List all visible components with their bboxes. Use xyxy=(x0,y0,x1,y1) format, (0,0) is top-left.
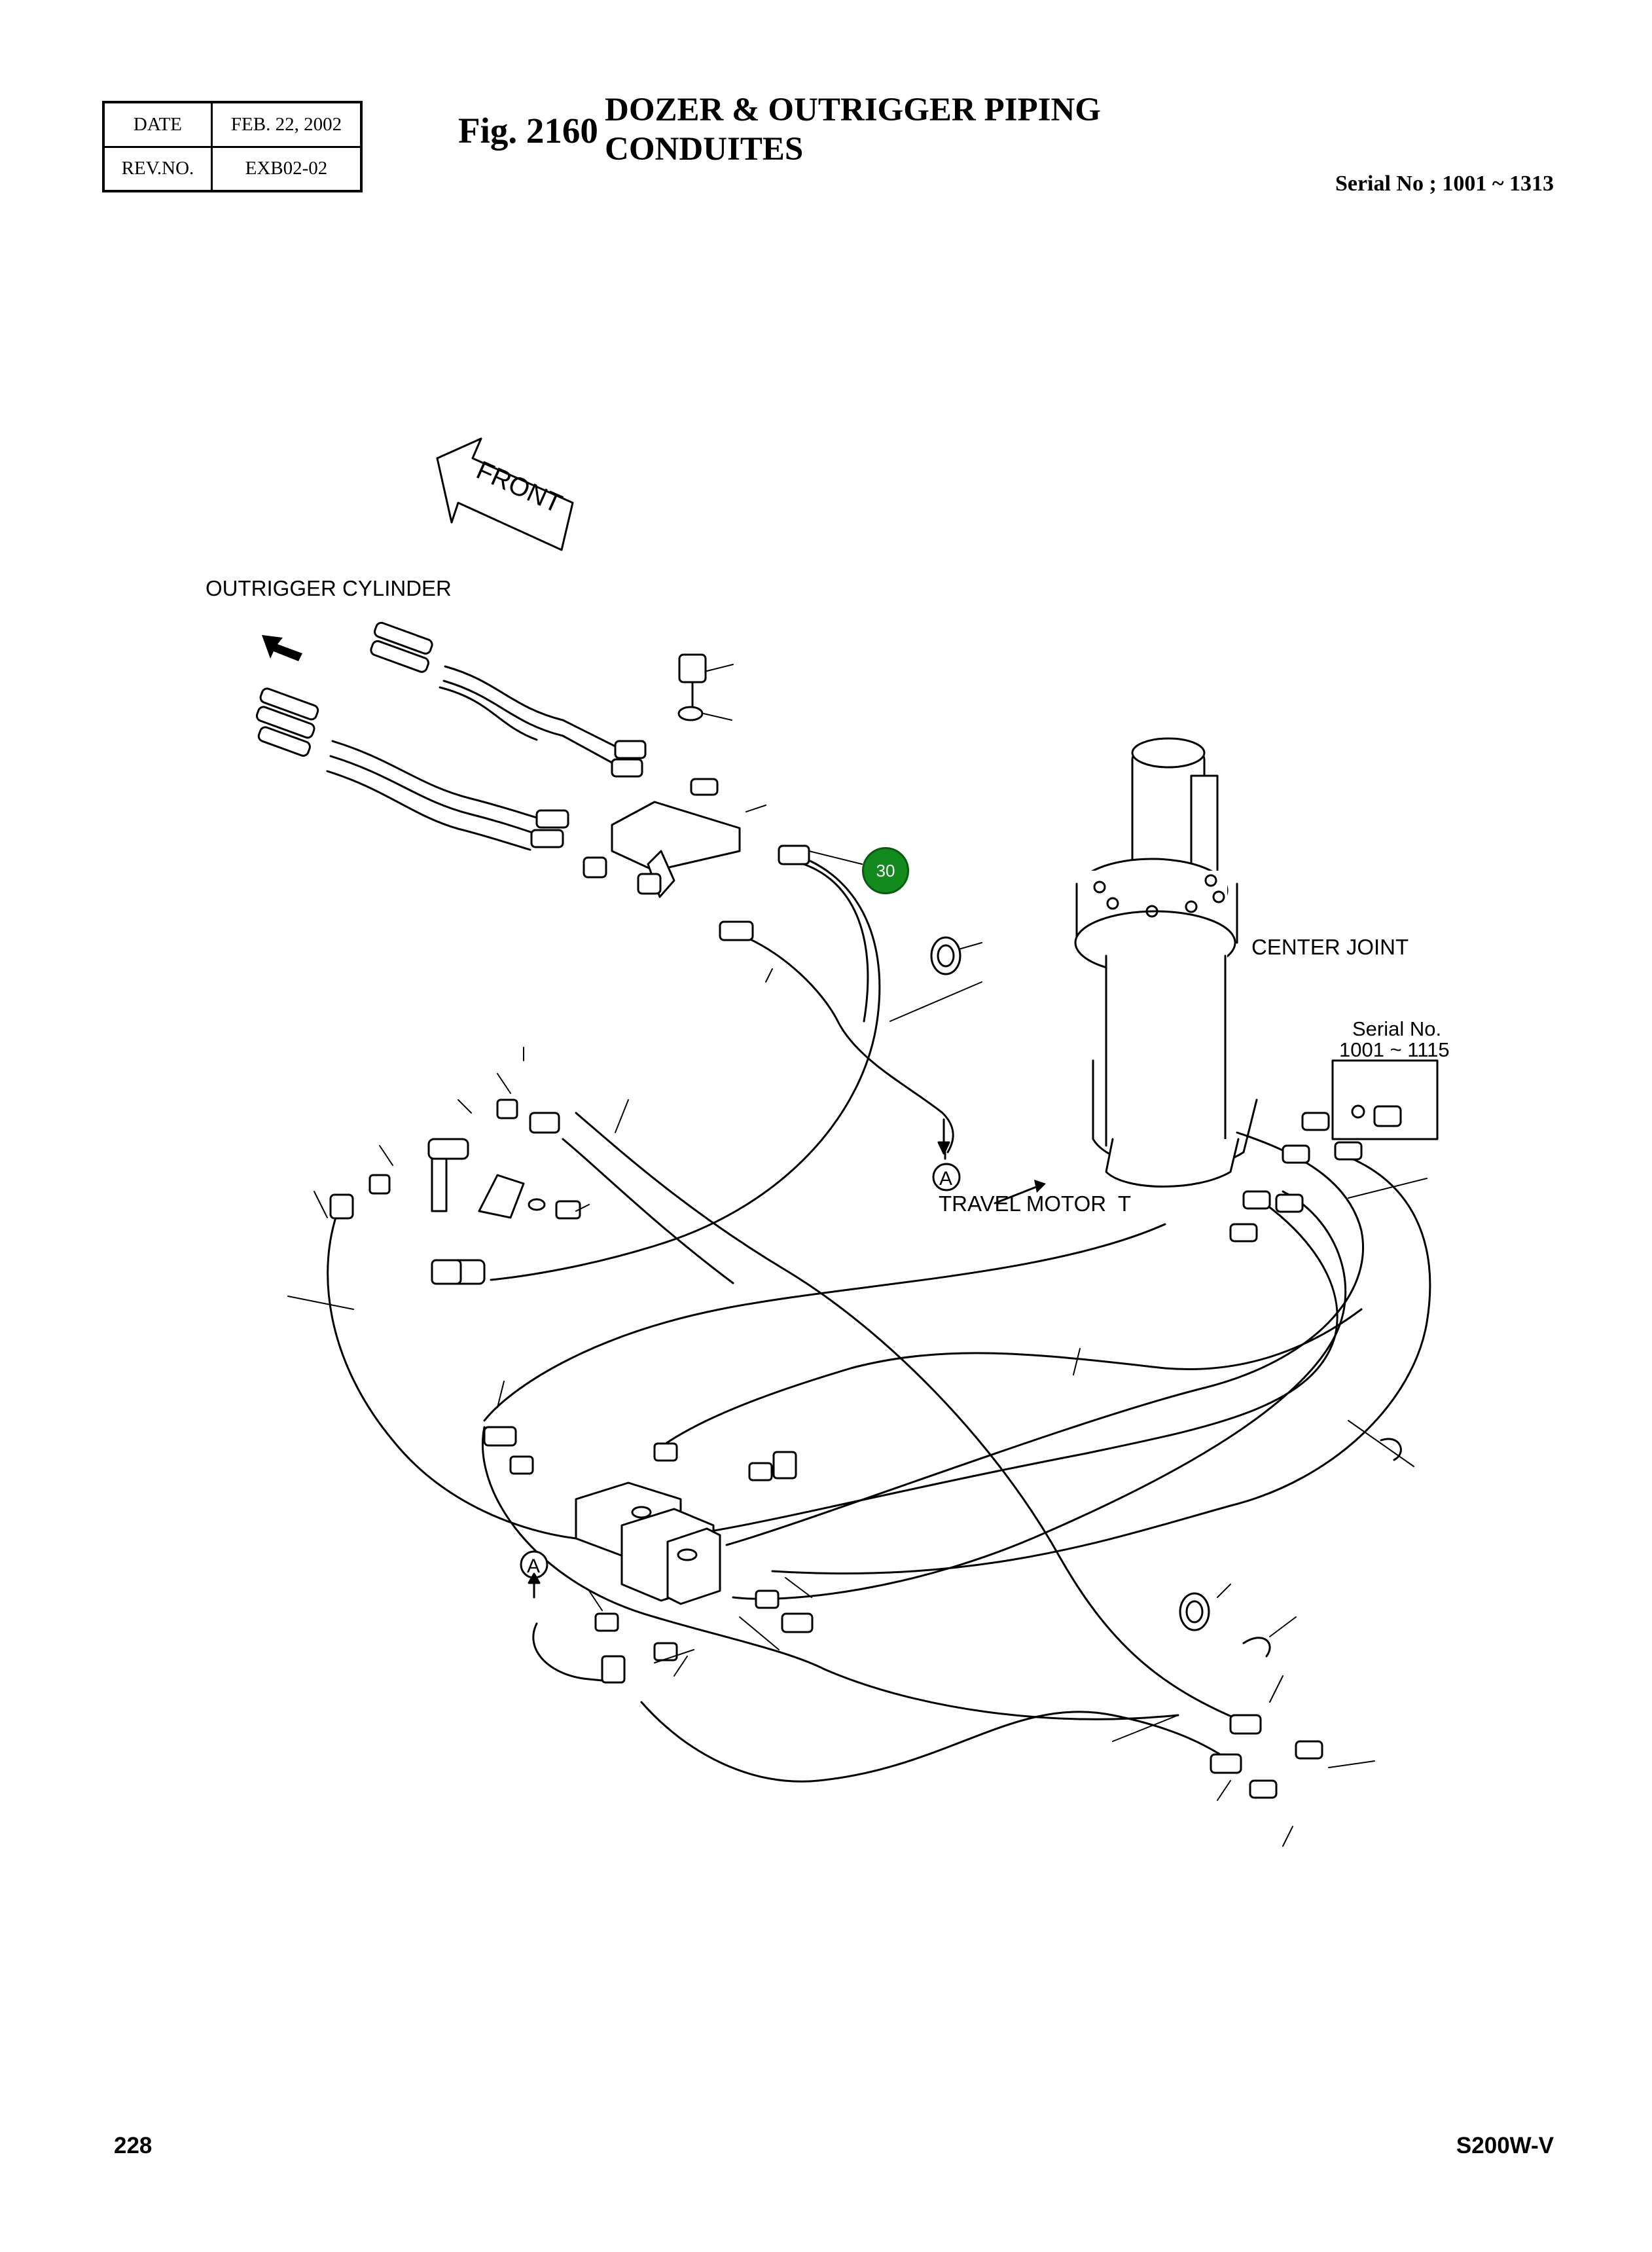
outrigger-hoses xyxy=(326,665,647,851)
left-fittings xyxy=(329,1099,581,1285)
title-line-1: DOZER & OUTRIGGER PIPING xyxy=(605,92,1101,128)
connector-a-top: A xyxy=(932,1118,961,1191)
title-line-2: CONDUITES xyxy=(605,131,804,168)
rev-label: REV.NO. xyxy=(102,145,213,192)
front-arrow: FRONT xyxy=(436,437,574,551)
date-value: FEB. 22, 2002 xyxy=(210,101,363,148)
travel-motor-arrow xyxy=(994,1185,1039,1205)
lower-hoses xyxy=(327,1112,1431,1783)
serial-range: Serial No ; 1001 ~ 1313 xyxy=(1335,172,1554,196)
serial-inset-box xyxy=(1331,1059,1439,1140)
travel-motor-label: TRAVEL MOTOR T xyxy=(939,1191,1131,1216)
leader-lines xyxy=(287,664,1428,1847)
hose-to-connector-a xyxy=(719,920,954,1160)
inset-fitting xyxy=(1351,1104,1402,1127)
outrigger-direction-arrow xyxy=(262,635,302,661)
figure-title: DOZER & OUTRIGGER PIPING CONDUITES xyxy=(605,90,1101,169)
rev-value: EXB02-02 xyxy=(210,145,363,192)
model-name: S200W-V xyxy=(1456,2133,1554,2158)
part-callout-30[interactable]: 30 xyxy=(862,847,909,894)
page-number: 228 xyxy=(114,2133,153,2158)
lower-fittings xyxy=(1179,1112,1402,1799)
inset-serial-label-1: Serial No. xyxy=(1352,1017,1442,1040)
revision-table: DATE FEB. 22, 2002 REV.NO. EXB02-02 xyxy=(102,101,363,192)
control-valve xyxy=(483,1426,814,1662)
connector-a-bottom-label: A xyxy=(527,1555,540,1577)
manifold-bracket xyxy=(583,653,741,898)
figure-number: Fig. 2160 xyxy=(458,111,598,151)
outrigger-fittings xyxy=(255,621,433,757)
connector-a-bottom: A xyxy=(520,1550,626,1684)
center-joint xyxy=(1074,737,1258,1188)
inset-serial-label-2: 1001 ~ 1115 xyxy=(1339,1038,1450,1061)
seal-ring xyxy=(930,936,961,975)
outrigger-cylinder-label: OUTRIGGER CYLINDER xyxy=(206,576,452,600)
center-joint-label: CENTER JOINT xyxy=(1251,935,1409,959)
connector-a-top-label: A xyxy=(939,1168,952,1190)
date-label: DATE xyxy=(102,101,213,148)
hose-30 xyxy=(444,844,881,1285)
